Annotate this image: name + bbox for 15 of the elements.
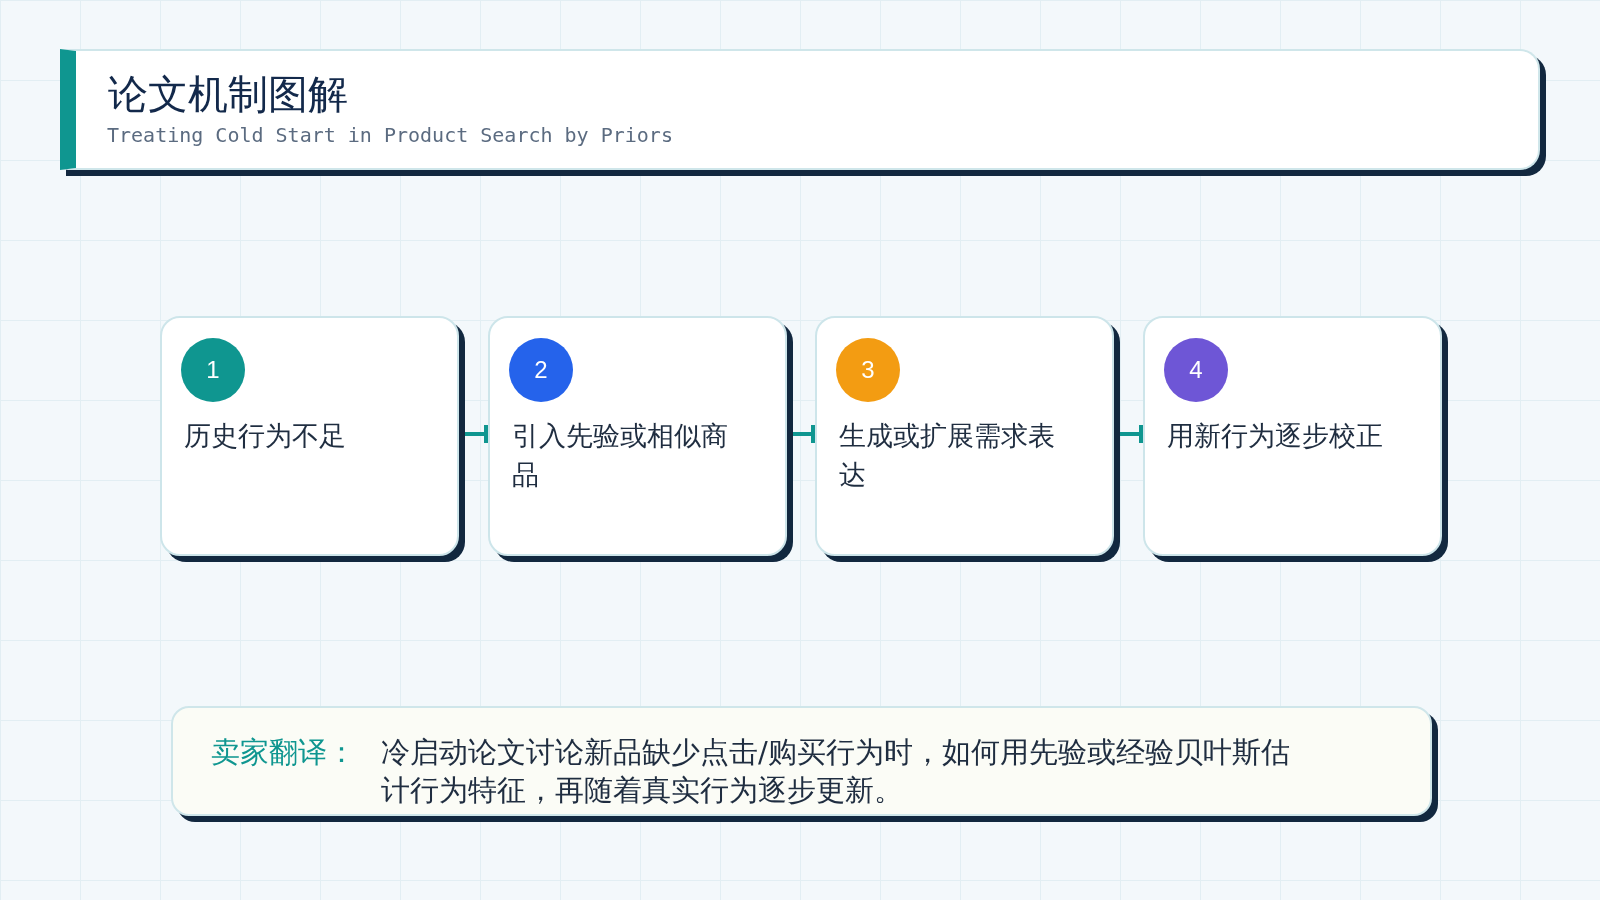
number-circle: 2 (509, 338, 573, 402)
step-text: 历史行为不足 (184, 419, 347, 453)
title: 论文机制图解 (108, 70, 348, 118)
number-circle: 3 (836, 338, 900, 402)
subtitle: Treating Cold Start in Product Search by Priors (107, 123, 673, 147)
connector (1120, 425, 1143, 443)
connector (793, 425, 815, 443)
number-circle: 4 (1164, 338, 1228, 402)
note-text: 冷启动论文讨论新品缺少点击/购买行为时，如何用先验或经验贝叶斯估计行为特征，再随着真实行为逐步更新。 (381, 734, 1291, 809)
step-text: 生成或扩展需求表达 (839, 419, 1056, 492)
step-text: 用新行为逐步校正 (1167, 419, 1384, 453)
connector (465, 425, 488, 443)
step-text: 引入先验或相似商品 (512, 419, 729, 492)
number-circle: 1 (181, 338, 245, 402)
note-label: 卖家翻译： (211, 734, 356, 771)
